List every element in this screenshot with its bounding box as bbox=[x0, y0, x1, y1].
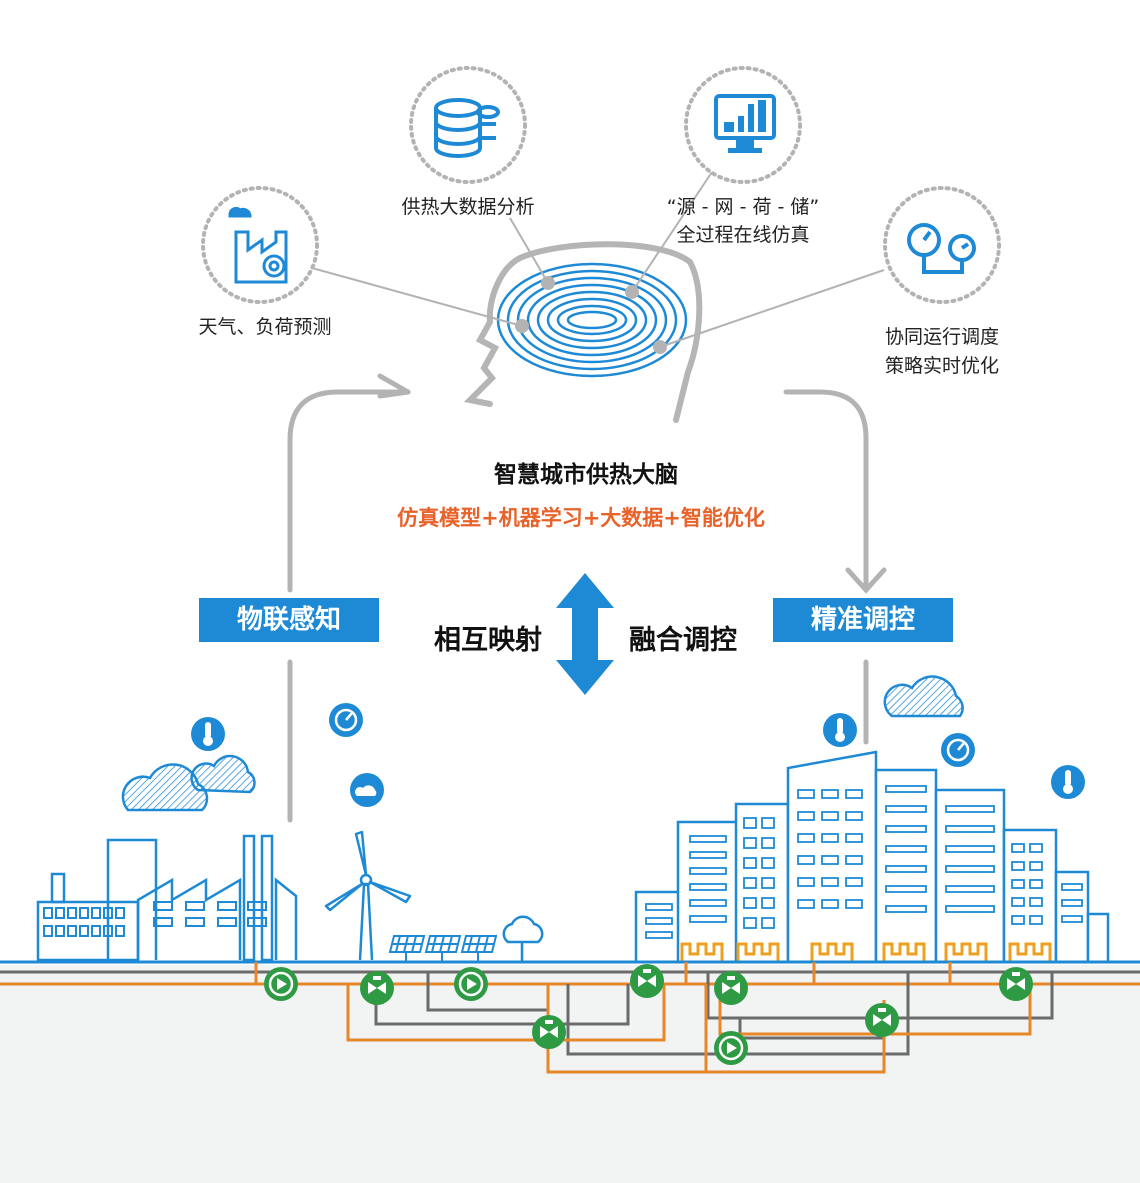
valve-icon bbox=[532, 1015, 566, 1049]
solar-panels bbox=[388, 935, 498, 962]
capability-label-dispatch-1: 协同运行调度 bbox=[884, 326, 999, 348]
thermometer-icon bbox=[823, 713, 857, 747]
thermometer-icon bbox=[1051, 765, 1085, 799]
sensor-icons bbox=[191, 703, 1085, 807]
ground bbox=[0, 965, 1140, 1183]
tree bbox=[502, 915, 544, 962]
brain-icon bbox=[496, 262, 688, 378]
brain-title: 智慧城市供热大脑 bbox=[494, 462, 678, 488]
factory-building bbox=[36, 834, 298, 962]
valve-icon bbox=[360, 971, 394, 1005]
cloud-icon bbox=[121, 675, 964, 812]
valve-icon bbox=[865, 1003, 899, 1037]
valve-icon bbox=[999, 967, 1033, 1001]
monitor-chart-icon bbox=[714, 94, 776, 153]
mutual-mapping-label: 相互映射 bbox=[434, 625, 542, 656]
heat-exchangers bbox=[680, 942, 1052, 962]
loop-arrows bbox=[287, 373, 887, 823]
capability-label-simulation-1: “源 - 网 - 荷 - 储” bbox=[666, 196, 820, 218]
precise-control-tag: 精准调控 bbox=[773, 598, 953, 642]
head-outline bbox=[463, 241, 703, 423]
database-icon bbox=[434, 98, 500, 158]
valve-icons bbox=[360, 964, 1033, 1049]
pump-icon bbox=[264, 967, 298, 1001]
valve-icon bbox=[630, 964, 664, 998]
fusion-control-label: 融合调控 bbox=[629, 625, 737, 656]
capability-label-forecast: 天气、负荷预测 bbox=[198, 316, 332, 338]
gauges-icon bbox=[907, 223, 976, 274]
gauge-icon bbox=[941, 733, 975, 767]
valve-icon bbox=[714, 971, 748, 1005]
factory-gear-icon bbox=[228, 206, 288, 284]
city-buildings bbox=[634, 750, 1110, 964]
capability-connectors bbox=[311, 171, 885, 348]
gauge-icon bbox=[329, 703, 363, 737]
iot-sensing-tag: 物联感知 bbox=[199, 598, 379, 642]
capability-circles bbox=[201, 66, 1001, 304]
capability-label-dispatch-2: 策略实时优化 bbox=[884, 355, 999, 377]
city-windows bbox=[645, 785, 1083, 939]
capability-label-bigdata: 供热大数据分析 bbox=[401, 196, 535, 218]
pump-icon bbox=[454, 967, 488, 1001]
bidirectional-arrow-icon bbox=[556, 573, 614, 695]
thermometer-icon bbox=[191, 717, 225, 751]
wind-turbine bbox=[324, 830, 412, 961]
cloud-signal-icon bbox=[350, 773, 384, 807]
pump-icon bbox=[714, 1031, 748, 1065]
capability-label-simulation-2: 全过程在线仿真 bbox=[676, 224, 810, 246]
brain-subtitle: 仿真模型+机器学习+大数据+智能优化 bbox=[397, 506, 765, 530]
